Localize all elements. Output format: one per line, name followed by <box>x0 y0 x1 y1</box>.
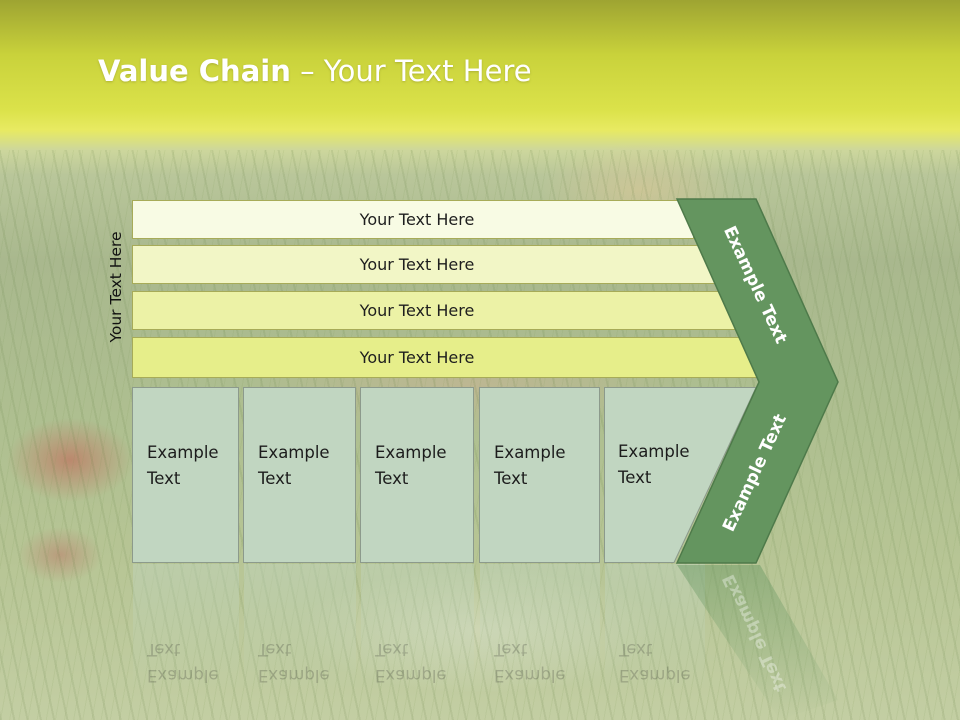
box-reflection: Example Text <box>244 564 356 714</box>
example-box[interactable]: Example Text <box>360 387 474 563</box>
last-box-shape <box>604 387 757 563</box>
slide-title-bold: Value Chain <box>98 54 291 88</box>
chevron-shape <box>675 198 839 564</box>
row-bar-label: Your Text Here <box>359 210 475 229</box>
chevron-reflection <box>677 565 838 720</box>
row-bar-label: Your Text Here <box>359 255 475 274</box>
example-box-text: Example Text <box>375 443 447 488</box>
example-box[interactable]: Example Text <box>604 387 764 563</box>
slide-title: Value Chain – Your Text Here <box>98 54 532 88</box>
row-bar[interactable]: Your Text Here <box>132 337 762 378</box>
example-box[interactable]: Example Text <box>243 387 356 563</box>
example-box[interactable]: Example Text <box>479 387 600 563</box>
box-reflection: Example Text <box>361 564 474 714</box>
row-bar[interactable]: Your Text Here <box>132 200 694 239</box>
row-bar-label: Your Text Here <box>359 301 475 320</box>
slide-title-rest: – Your Text Here <box>290 54 532 88</box>
example-box[interactable]: Example Text <box>132 387 239 563</box>
example-box-text: Example Text <box>147 443 219 488</box>
box-reflection: Example Text <box>480 564 600 714</box>
example-box-text: Example Text <box>494 443 566 488</box>
example-box-text: Example Text <box>618 442 690 487</box>
row-bar-label: Your Text Here <box>359 348 475 367</box>
example-box-text: Example Text <box>258 443 330 488</box>
row-bar[interactable]: Your Text Here <box>132 245 716 284</box>
box-reflection: Example Text <box>605 564 705 714</box>
box-reflection: Example Text <box>133 564 239 714</box>
row-bar[interactable]: Your Text Here <box>132 291 738 330</box>
